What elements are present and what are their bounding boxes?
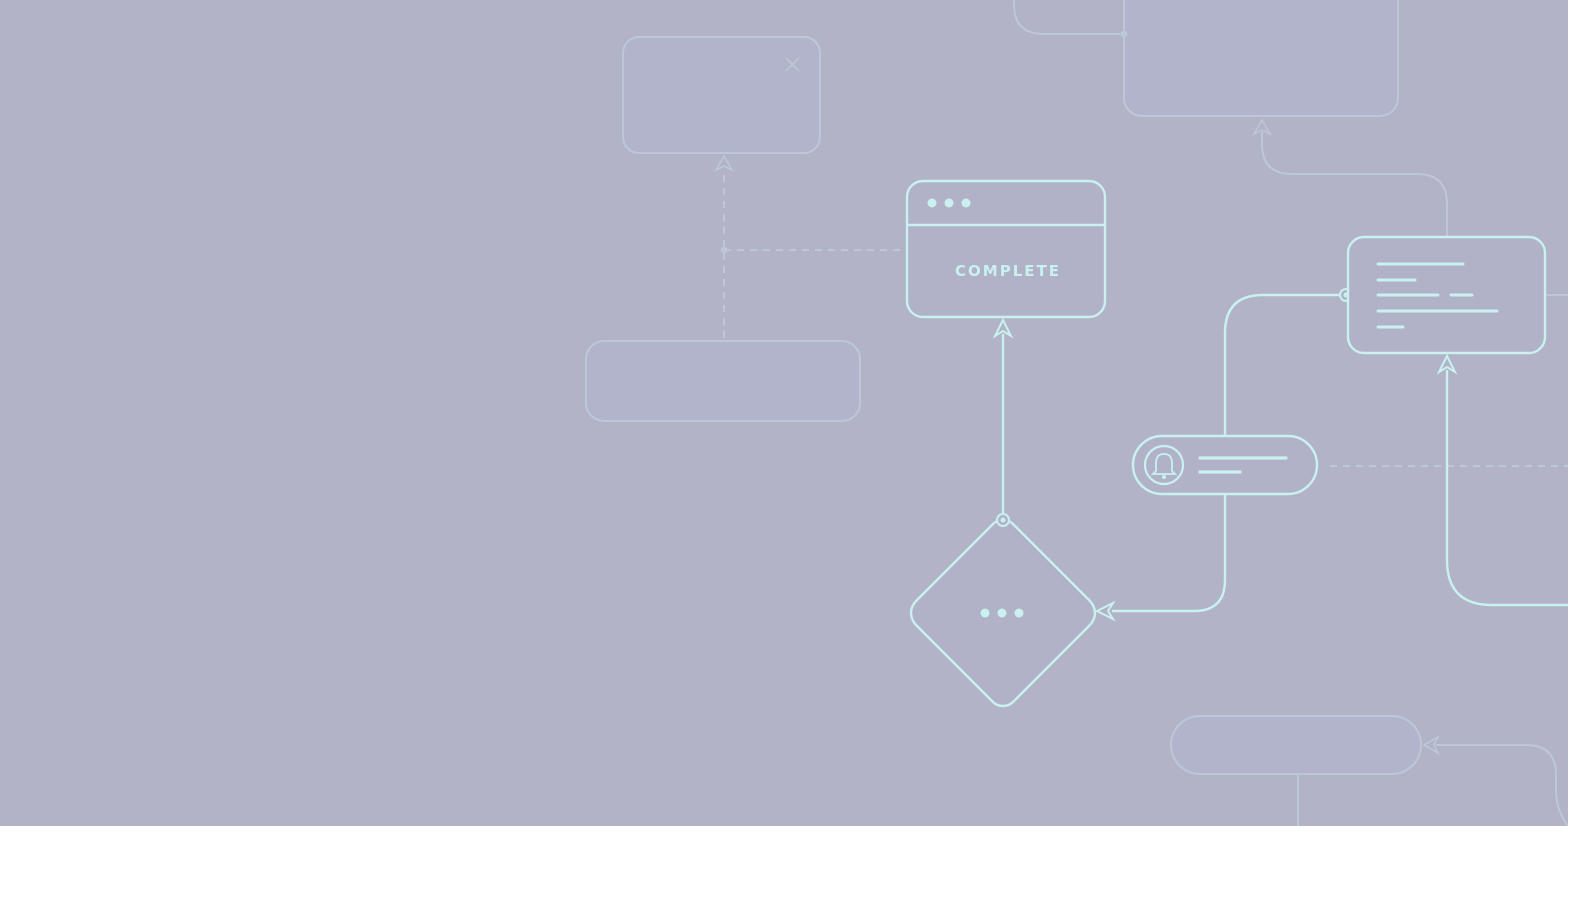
junction-dot-top — [1120, 30, 1128, 38]
workflow-diagram: COMPLETE — [585, 0, 1568, 826]
faint-curve-bottom — [1436, 744, 1568, 826]
more-dots-icon — [980, 608, 1024, 618]
faint-modal-card — [622, 36, 821, 154]
arrow-head-up-faint-2 — [1251, 118, 1273, 136]
arrow-head-up-faint — [713, 154, 735, 172]
close-icon — [785, 57, 800, 72]
arrow-head-up-2 — [1436, 353, 1458, 375]
connector-notification-to-diamond — [1112, 494, 1227, 613]
complete-window[interactable]: COMPLETE — [905, 179, 1107, 319]
complete-label: COMPLETE — [955, 262, 1061, 280]
connector-notification-to-list — [1223, 293, 1340, 436]
decision-diamond[interactable] — [909, 513, 1097, 708]
junction-dot — [720, 246, 728, 254]
arrow-head-left-faint — [1422, 734, 1440, 756]
page-bottom-whitespace — [0, 826, 1588, 898]
window-dots-icon — [927, 198, 971, 208]
faint-curve-top — [1013, 0, 1124, 35]
diagram-background: COMPLETE — [0, 0, 1568, 826]
arrow-head-left — [1094, 600, 1116, 622]
faint-wide-card — [585, 340, 861, 422]
faint-curve-right — [1261, 132, 1448, 236]
notification-pill[interactable] — [1131, 434, 1319, 496]
list-card[interactable] — [1346, 235, 1547, 355]
faint-top-right-card — [1123, 0, 1399, 117]
bell-icon — [1143, 444, 1185, 486]
connector-right-to-list — [1445, 370, 1568, 607]
arrow-head-up — [992, 317, 1014, 339]
faint-bottom-pill — [1170, 715, 1422, 775]
